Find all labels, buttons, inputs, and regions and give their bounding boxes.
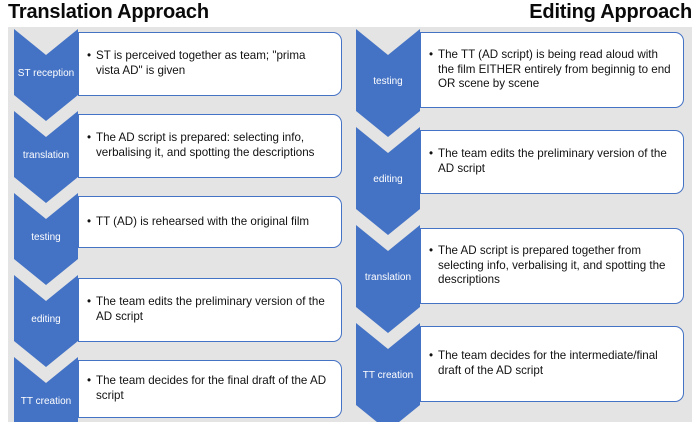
stage-description-inner: The team decides for the intermediate/fi…: [421, 349, 683, 379]
stage-description-box[interactable]: The AD script is prepared: selecting inf…: [78, 114, 342, 178]
stage-description-inner: The TT (AD script) is being read aloud w…: [421, 48, 683, 92]
stage-description-box[interactable]: The team decides for the intermediate/fi…: [420, 326, 684, 402]
page-title-editing-approach: Editing Approach: [529, 1, 692, 23]
stage-description-inner: The team edits the preliminary version o…: [421, 147, 683, 177]
stage-label-tt-creation: TT creation: [20, 396, 72, 407]
column-editing-approach: testing editing translation TT creation The…: [350, 27, 692, 422]
stage-description-box[interactable]: The team decides for the final draft of …: [78, 360, 342, 418]
stage-description-box[interactable]: The team edits the preliminary version o…: [78, 278, 342, 342]
stage-description-text: ST is perceived together as team; "prima…: [87, 49, 331, 79]
column-translation-approach: ST reception translation testing editing TT …: [8, 27, 350, 422]
stage-description-inner: The AD script is prepared: selecting inf…: [79, 131, 341, 161]
stage-label-testing: testing: [31, 232, 61, 243]
stage-description-inner: The team decides for the final draft of …: [79, 374, 341, 404]
stage-description-inner: TT (AD) is rehearsed with the original f…: [79, 215, 341, 230]
stage-description-box[interactable]: The TT (AD script) is being read aloud w…: [420, 32, 684, 108]
stage-description-box[interactable]: The AD script is prepared together from …: [420, 228, 684, 304]
stage-description-text: The TT (AD script) is being read aloud w…: [429, 48, 673, 92]
stage-description-box[interactable]: The team edits the preliminary version o…: [420, 130, 684, 194]
stage-label-st-reception: ST reception: [17, 68, 75, 79]
stage-description-text: The AD script is prepared: selecting inf…: [87, 131, 331, 161]
stage-description-text: The team edits the preliminary version o…: [87, 295, 331, 325]
stage-label-editing: editing: [31, 314, 61, 325]
stage-description-box[interactable]: ST is perceived together as team; "prima…: [78, 32, 342, 96]
stage-description-inner: ST is perceived together as team; "prima…: [79, 49, 341, 79]
stage-label-tt-creation: TT creation: [362, 370, 414, 381]
stage-description-text: TT (AD) is rehearsed with the original f…: [87, 215, 331, 230]
stage-description-text: The AD script is prepared together from …: [429, 244, 673, 288]
diagram-canvas: ST reception translation testing editing TT …: [8, 27, 692, 422]
stage-description-text: The team edits the preliminary version o…: [429, 147, 673, 177]
stage-description-inner: The AD script is prepared together from …: [421, 244, 683, 288]
stage-description-text: The team decides for the final draft of …: [87, 374, 331, 404]
stage-label-translation: translation: [364, 272, 412, 283]
stage-label-editing: editing: [373, 174, 403, 185]
stage-label-testing: testing: [373, 76, 403, 87]
stage-label-translation: translation: [22, 150, 70, 161]
stage-chevron[interactable]: [14, 357, 78, 422]
page-title-translation-approach: Translation Approach: [8, 1, 209, 23]
stage-description-box[interactable]: TT (AD) is rehearsed with the original f…: [78, 196, 342, 248]
stage-description-inner: The team edits the preliminary version o…: [79, 295, 341, 325]
stage-description-text: The team decides for the intermediate/fi…: [429, 349, 673, 379]
